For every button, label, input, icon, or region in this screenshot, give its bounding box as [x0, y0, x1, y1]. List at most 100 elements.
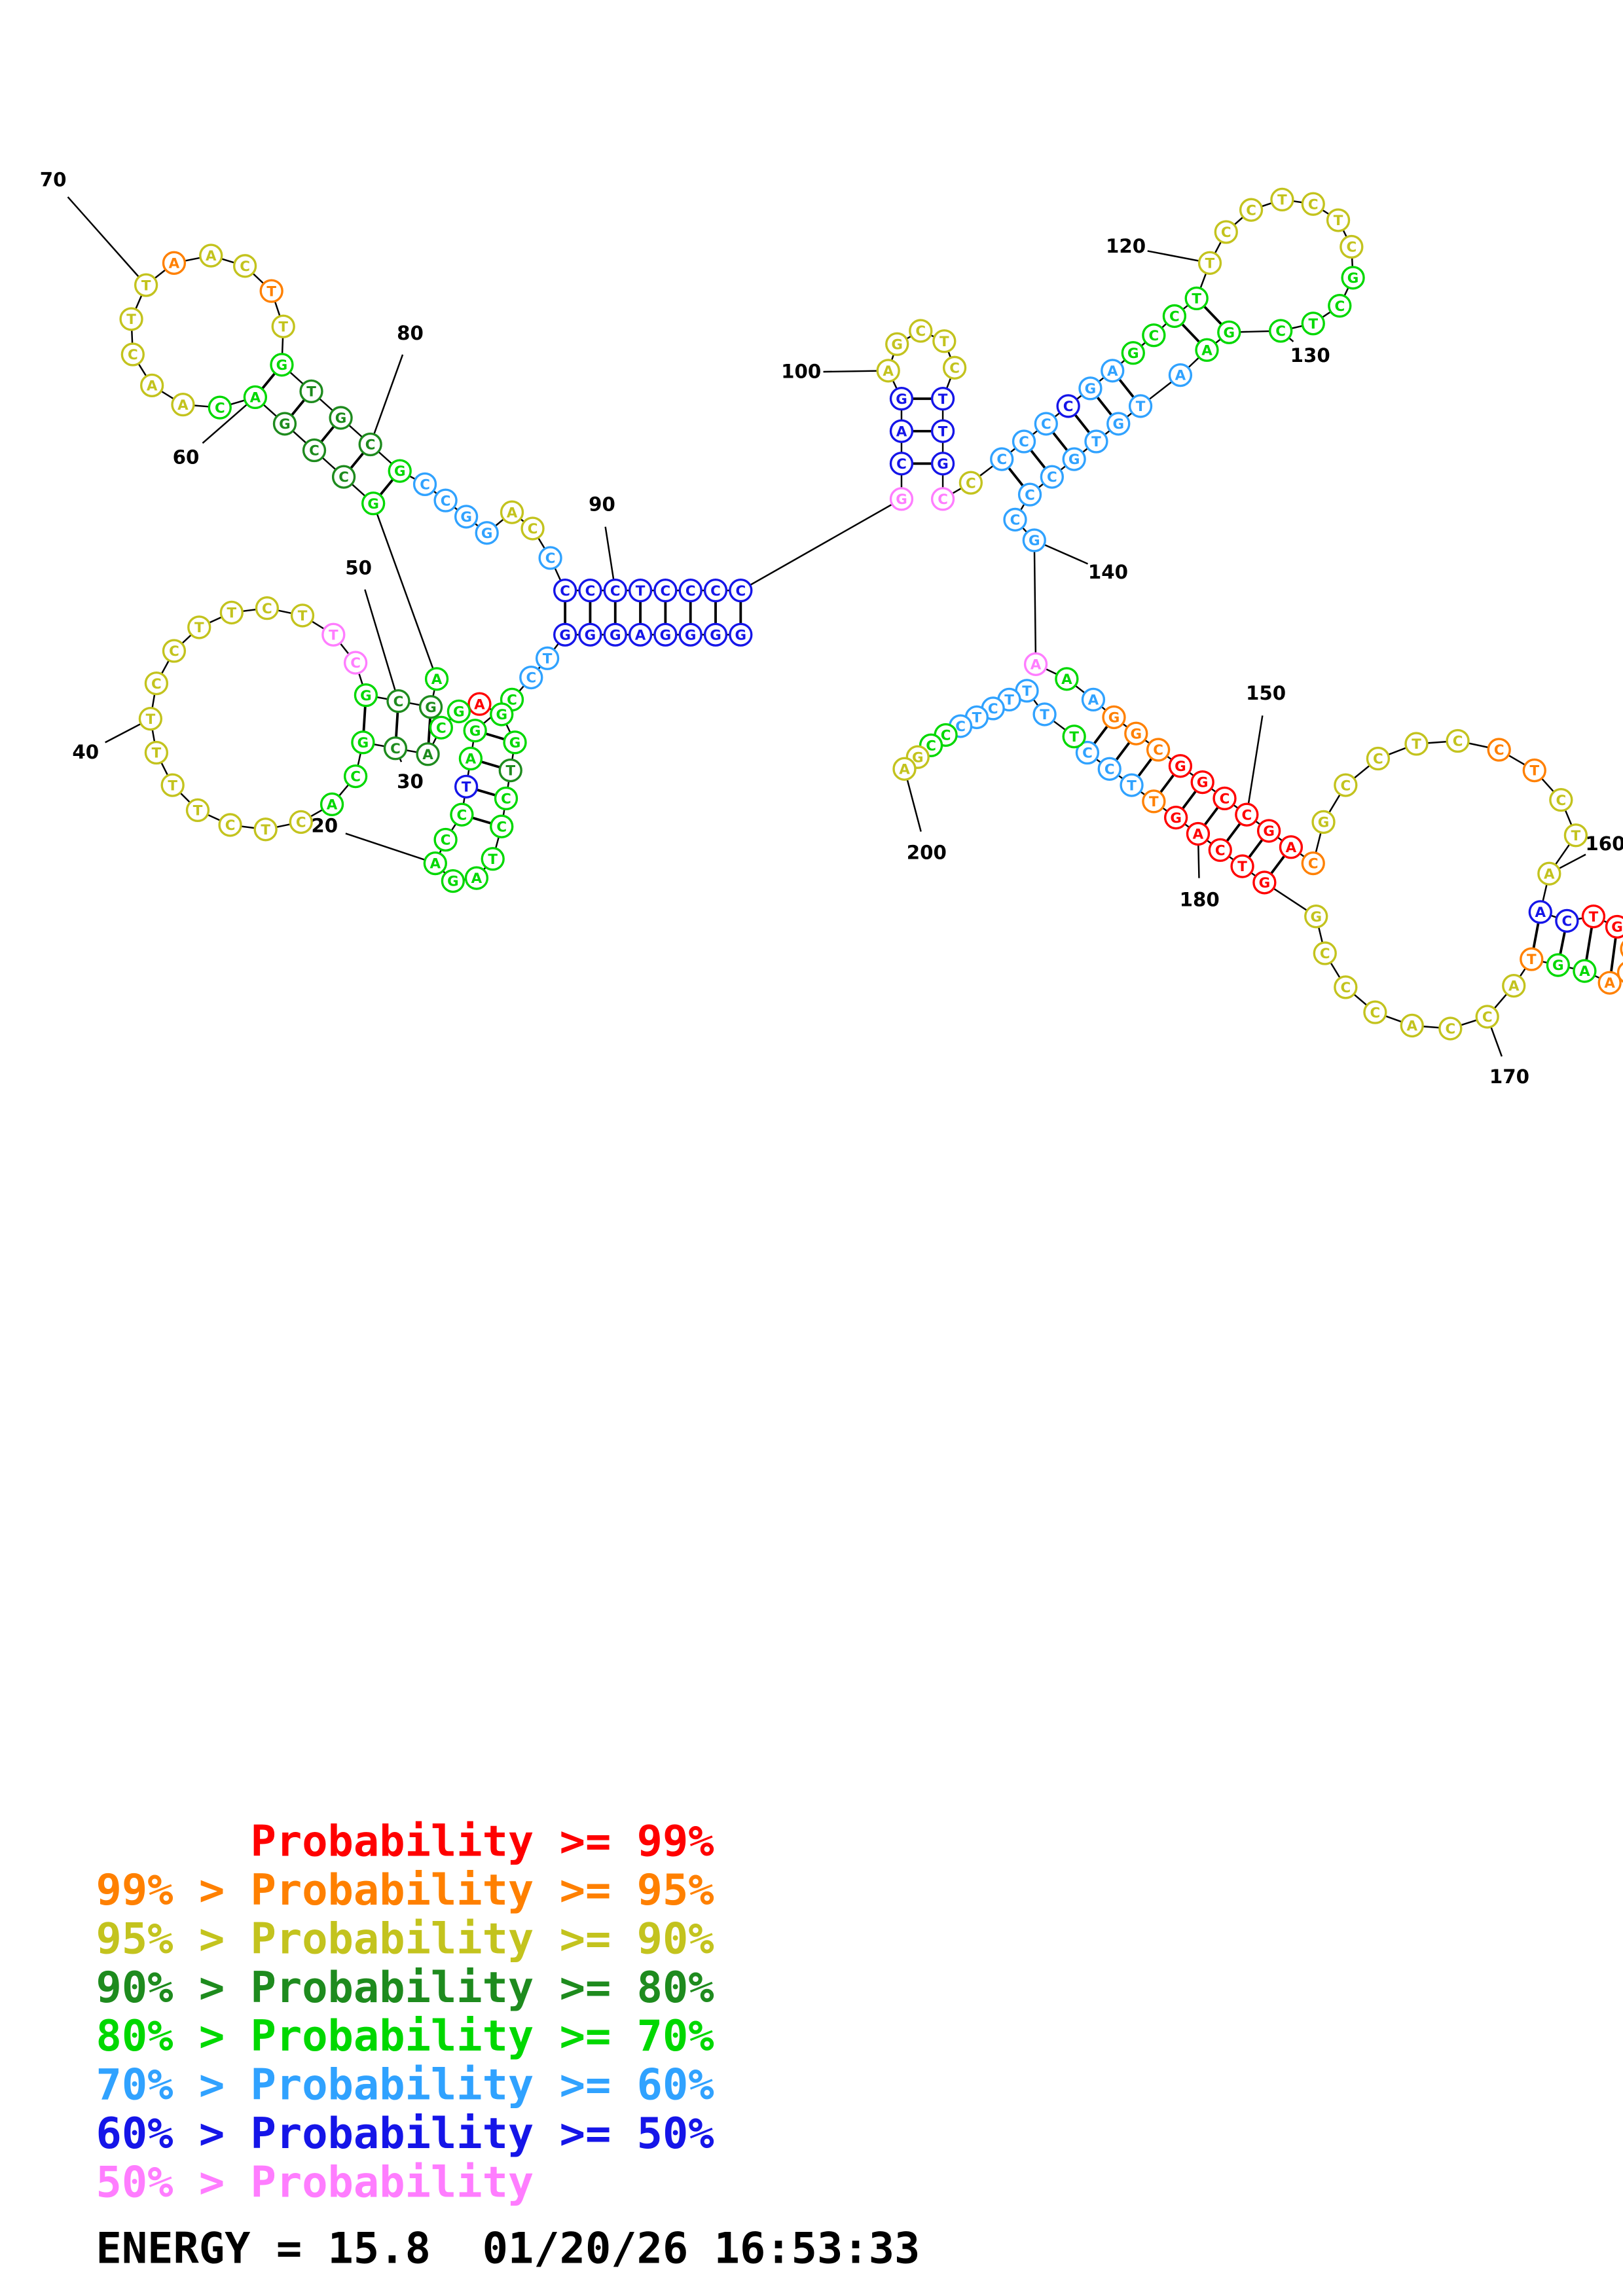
nucleotide-base: C [240, 259, 250, 275]
nucleotide-base: G [425, 700, 437, 716]
nucleotide [463, 719, 487, 743]
nucleotide [889, 487, 914, 511]
nucleotide-base: G [1170, 810, 1182, 827]
nucleotide-base: C [1445, 1021, 1455, 1037]
nucleotide-base: C [1104, 761, 1115, 778]
nucleotide-base: T [168, 778, 177, 794]
nucleotide [138, 707, 163, 731]
nucleotide-base: C [735, 583, 746, 600]
label-leader [345, 833, 436, 865]
nucleotide-base: T [505, 763, 515, 780]
nucleotide-base: G [496, 707, 507, 723]
nucleotide-base: A [327, 797, 338, 814]
nucleotide [1023, 652, 1048, 676]
nucleotide-base: C [938, 492, 948, 508]
nucleotide-base: G [1259, 875, 1271, 891]
nucleotide-base: T [266, 283, 276, 300]
nucleotide-base: C [215, 400, 225, 416]
nucleotide-base: C [1153, 742, 1163, 759]
nucleotide [1034, 412, 1058, 436]
nucleotide-base: C [1482, 1009, 1493, 1026]
nucleotide-base: C [1010, 512, 1021, 529]
nucleotide [185, 798, 210, 823]
nucleotide [930, 387, 955, 411]
nucleotide-base: C [350, 769, 361, 785]
nucleotide [1328, 294, 1352, 318]
nucleotide-base: A [147, 378, 158, 395]
nucleotide-base: T [193, 803, 203, 819]
nucleotide-base: A [1201, 342, 1213, 359]
nucleotide-base: T [1571, 828, 1581, 844]
nucleotide [500, 500, 524, 524]
nucleotide-base: G [1263, 823, 1275, 840]
nucleotide [1230, 854, 1254, 878]
legend-line-3: 95% > Probability >= 90% [96, 1914, 714, 1964]
nucleotide [1120, 773, 1144, 797]
nucleotide [1446, 728, 1470, 753]
nucleotide-base: T [462, 780, 471, 796]
nucleotide [653, 622, 678, 647]
label-leader-lines [67, 196, 1586, 1057]
nucleotide [703, 622, 728, 647]
nucleotide [1334, 975, 1358, 999]
nucleotide [932, 329, 957, 353]
nucleotide-base: G [1131, 726, 1142, 742]
nucleotide [354, 683, 378, 708]
position-labels: 2030405060708090100120130140150160170180… [40, 169, 1623, 1088]
nucleotide [628, 578, 653, 603]
nucleotide-base: C [545, 550, 556, 567]
nucleotide [171, 393, 195, 417]
nucleotide-base: C [585, 583, 596, 600]
nucleotide [678, 622, 702, 647]
nucleotide-base: C [528, 521, 538, 537]
nucleotide-base: T [939, 334, 949, 350]
nucleotide [1003, 507, 1027, 532]
nucleotide [1252, 870, 1277, 895]
nucleotide-base: C [1041, 416, 1051, 433]
nucleotide [503, 730, 527, 755]
nucleotide [1555, 908, 1579, 933]
nucleotide-base: A [896, 423, 907, 440]
nucleotide-base: C [1241, 807, 1252, 823]
nucleotide [1217, 320, 1241, 344]
nucleotide-base: G [1197, 775, 1209, 791]
nucleotide [1400, 1013, 1424, 1038]
nucleotide [1062, 725, 1086, 749]
position-label-90: 90 [589, 493, 615, 515]
label-leader [67, 196, 147, 286]
nucleotide-base: C [420, 477, 430, 493]
nucleotide [1168, 363, 1193, 387]
nucleotide [1438, 1016, 1463, 1041]
nucleotide [1195, 338, 1219, 362]
nucleotide-base: C [507, 692, 517, 709]
nucleotide [603, 578, 627, 603]
probability-legend: Probability >= 99%99% > Probability >= 9… [96, 1817, 714, 2208]
nucleotide-base: C [1220, 791, 1230, 808]
nucleotide-base: A [206, 248, 217, 264]
nucleotide [1164, 806, 1188, 830]
nucleotide-base: A [1579, 963, 1590, 980]
nucleotide-base: G [1029, 533, 1040, 549]
nucleotide [259, 279, 283, 303]
position-label-150: 150 [1246, 682, 1286, 704]
nucleotide [889, 452, 914, 476]
nucleotide [433, 827, 458, 852]
position-label-20: 20 [311, 815, 338, 837]
legend-line-6: 70% > Probability >= 60% [96, 2060, 714, 2110]
nucleotide-base: C [1169, 309, 1180, 325]
nucleotide [450, 802, 474, 827]
nucleotide-base: T [1149, 794, 1159, 810]
nucleotide [729, 578, 753, 603]
nucleotide [1102, 705, 1126, 730]
backbone-link [740, 498, 902, 592]
nucleotide-base: G [1611, 920, 1623, 936]
nucleotide-base: T [278, 319, 288, 335]
nucleotide-base: C [1047, 469, 1057, 486]
nucleotide-base: G [357, 735, 369, 751]
nucleotide-base: A [1030, 656, 1042, 673]
nucleotide-base: C [1019, 434, 1029, 450]
nucleotide [1146, 738, 1171, 762]
nucleotide [299, 379, 323, 404]
